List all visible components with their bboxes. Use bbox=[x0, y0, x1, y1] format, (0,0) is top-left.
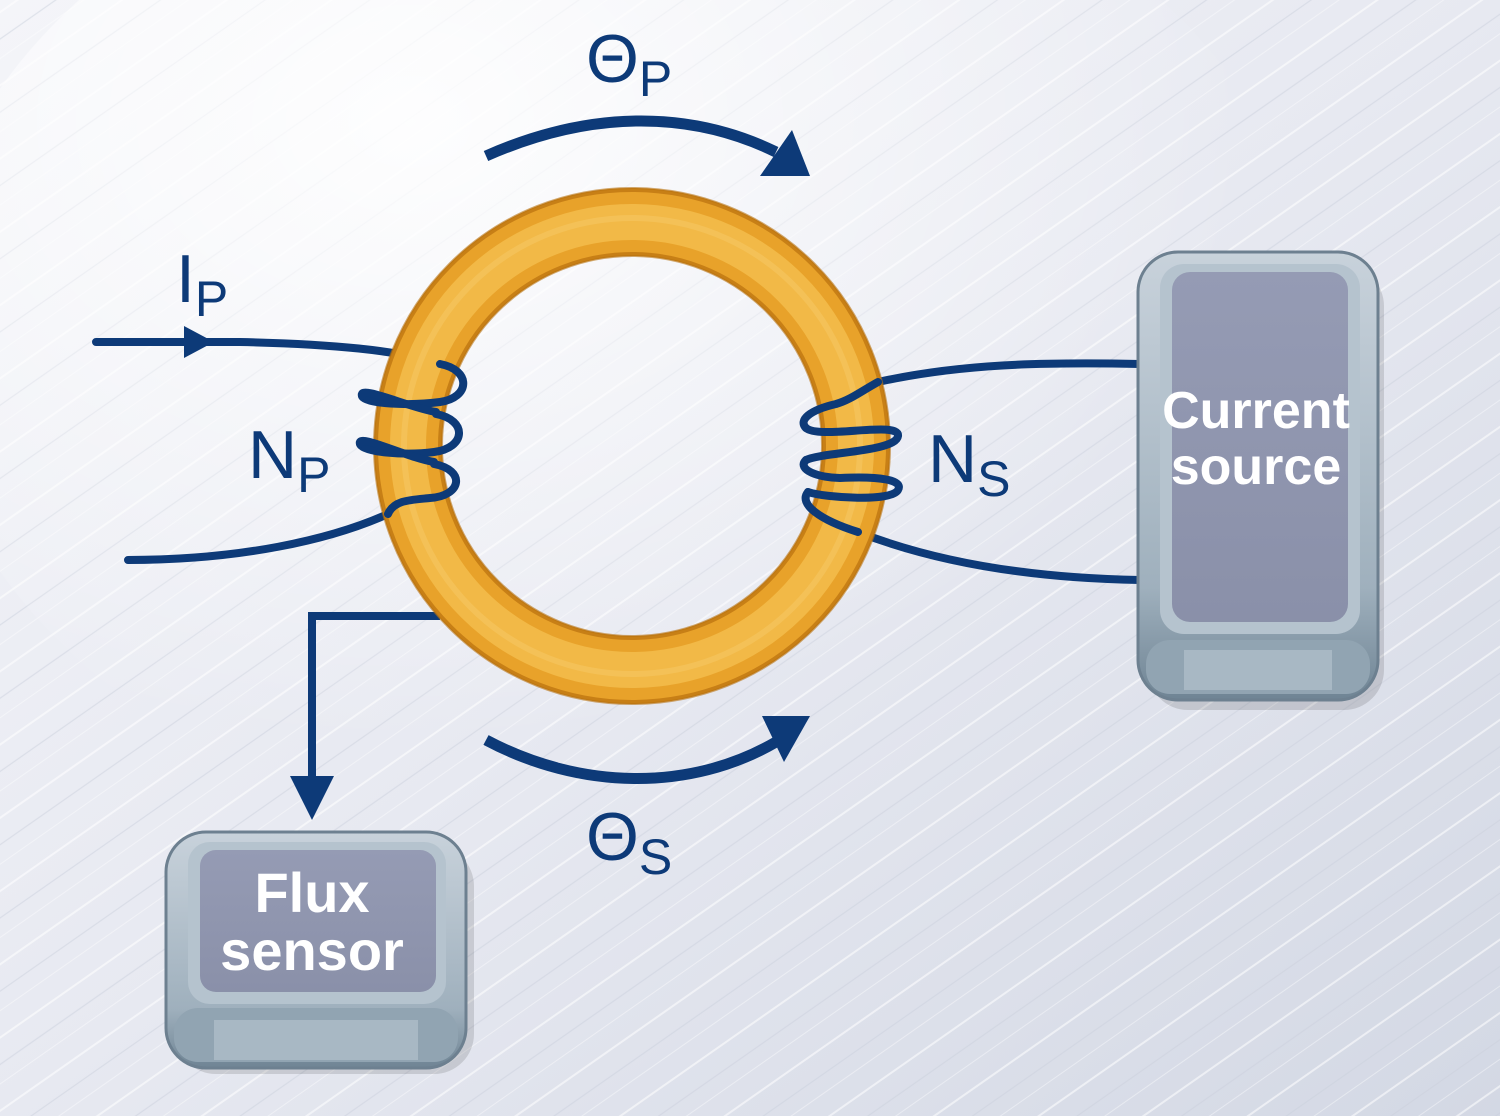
flux-sensor-line2: sensor bbox=[220, 919, 404, 982]
label-theta-s: ΘS bbox=[586, 799, 672, 885]
theta-p-arrowhead bbox=[760, 130, 810, 176]
toroidal-core bbox=[373, 187, 891, 705]
primary-output-wire bbox=[124, 510, 392, 564]
theta-s-arrowhead bbox=[762, 716, 810, 762]
theta-p-arrow bbox=[483, 115, 779, 162]
sensor-lead-wire bbox=[308, 612, 440, 782]
sensor-lead-arrowhead bbox=[290, 776, 334, 820]
flux-sensor-line1: Flux bbox=[254, 861, 369, 924]
background-glow bbox=[0, 0, 1320, 850]
label-n-p: NP bbox=[248, 417, 330, 503]
label-n-s: NS bbox=[928, 421, 1010, 507]
label-i-p: IP bbox=[176, 241, 228, 327]
flux-sensor-box: Flux sensor bbox=[164, 830, 474, 1074]
current-source-line2: source bbox=[1171, 438, 1342, 496]
theta-s-arrow bbox=[483, 735, 779, 784]
current-source-line1: Current bbox=[1162, 382, 1350, 440]
current-source-box: Current source bbox=[1136, 250, 1384, 710]
secondary-winding bbox=[799, 378, 903, 536]
secondary-lower-wire bbox=[854, 528, 1144, 584]
secondary-wires bbox=[854, 359, 1144, 584]
primary-winding bbox=[356, 360, 468, 518]
secondary-upper-wire bbox=[874, 359, 1144, 386]
i-p-arrowhead bbox=[184, 326, 214, 358]
label-theta-p: ΘP bbox=[586, 21, 672, 107]
